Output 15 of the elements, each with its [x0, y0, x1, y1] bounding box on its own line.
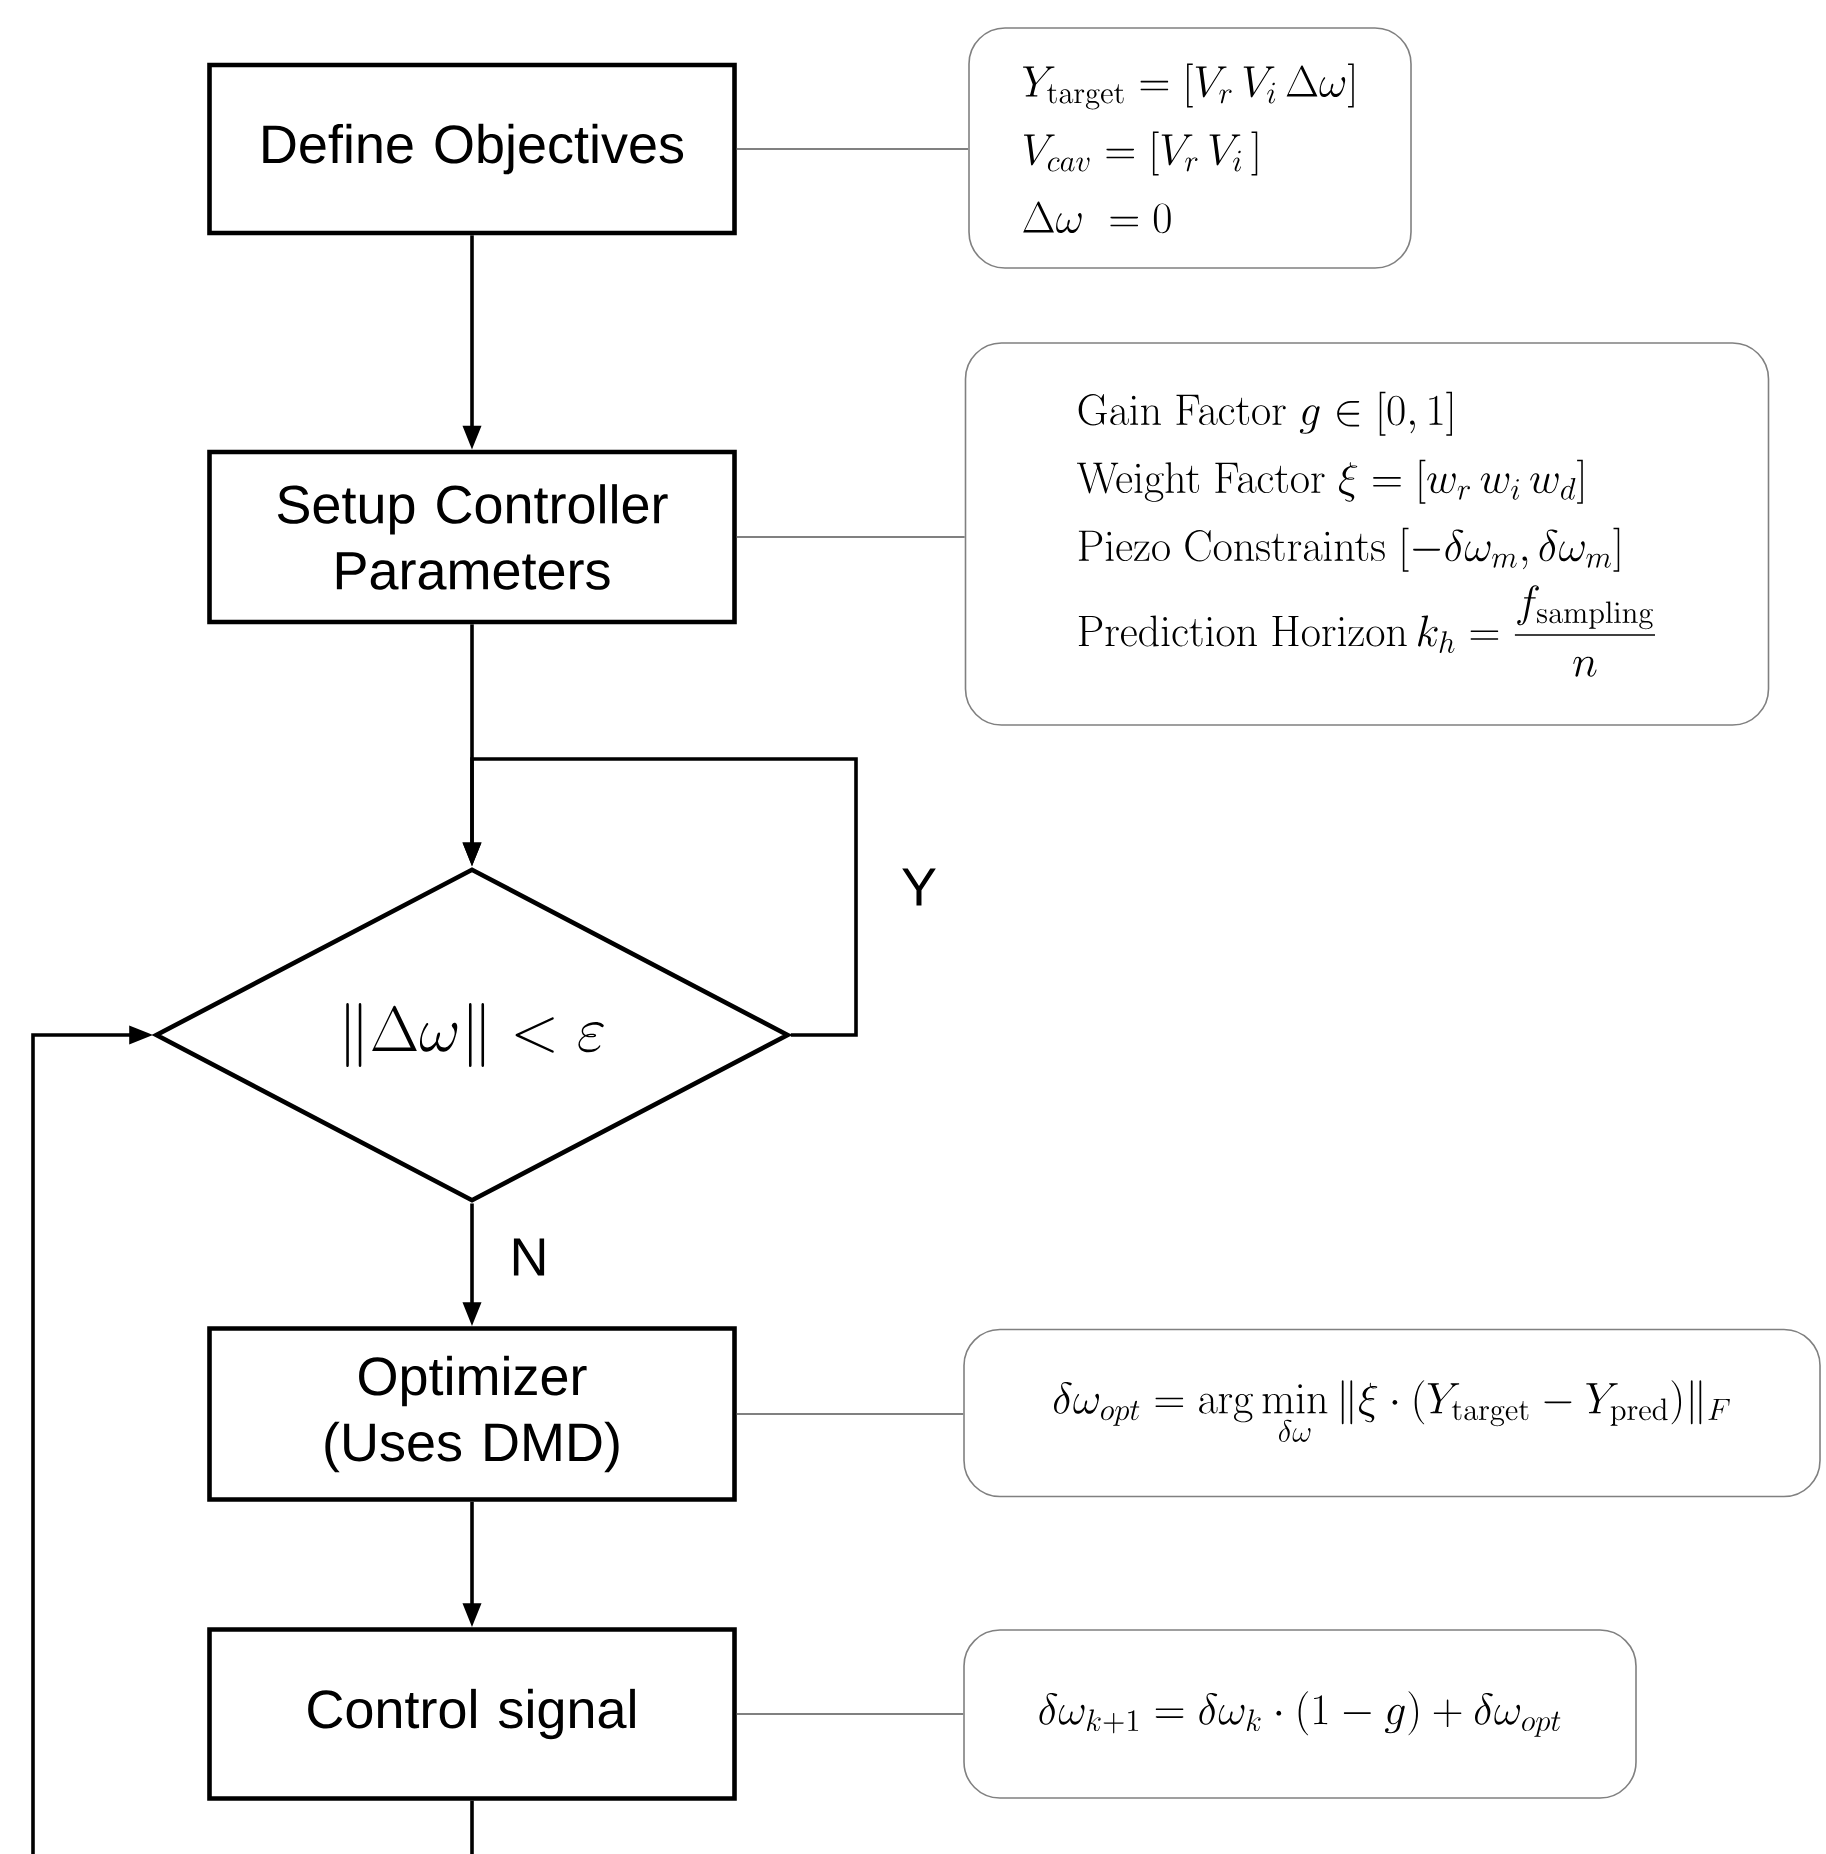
leader-line	[735, 1713, 965, 1715]
process-box: Define Objectives	[207, 62, 737, 236]
leader-line	[735, 148, 970, 150]
leader-line	[735, 1413, 965, 1415]
process-box: Setup Controller Parameters	[207, 449, 737, 625]
edge-label: Y	[897, 864, 941, 910]
process-box: Optimizer (Uses DMD)	[207, 1326, 737, 1502]
leader-line	[735, 536, 966, 538]
edge-label: N	[505, 1234, 553, 1280]
process-box: Control signal	[207, 1627, 737, 1801]
formula-box: $\delta\omega_{k+1} = \delta\omega_k \cdot (1-g) + \delta\omega_{opt}$	[963, 1629, 1637, 1799]
formula-box: $\delta\omega_{opt} = \arg\min\limits_{\delta\omega} \|\xi \cdot (Y_{\mathrm{target}} - Y_{\mathrm{pred}})\|_F$	[963, 1328, 1821, 1498]
formula-box: $Y_{\mathrm{target}} = [V_r\, V_i\, \Delta\omega]$ $V_{cav} = [V_r\, V_i\,]$ $\Delta\omega\; = 0$	[968, 27, 1412, 269]
arrow	[31, 1025, 474, 1854]
formula-box: $\mathrm{Gain\ Factor}\ g \in [0,1]$ $\mathrm{Weight\ Factor}\ \xi = [w_r\, w_i\, w_d]$ $\mathrm{Piezo\ Constraints}\ [-\delta\omega_m, \delta\omega_m]$ $\mathrm{Prediction\ Horizon}\, k_h = \dfrac{f_{\mathrm{sampling}}}{n}$	[964, 342, 1770, 726]
